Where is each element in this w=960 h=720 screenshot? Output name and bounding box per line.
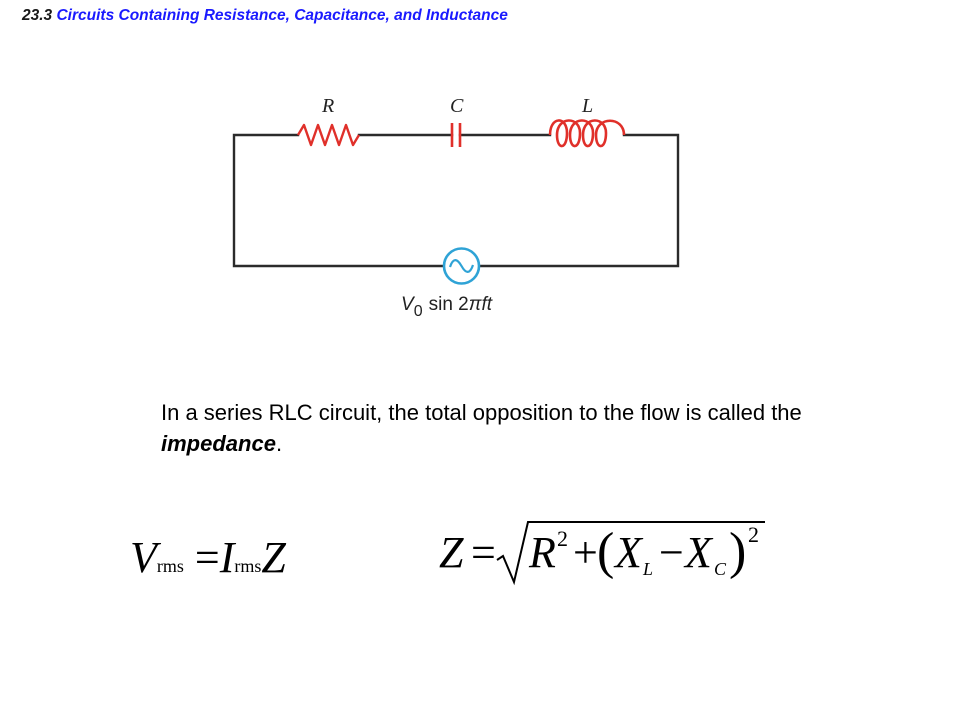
imp-z: Z bbox=[439, 528, 464, 577]
inductor bbox=[548, 119, 626, 148]
circuit-wires bbox=[232, 133, 680, 268]
imp-close-paren: ) bbox=[729, 523, 746, 580]
formula-equals: = bbox=[194, 533, 220, 582]
source-amplitude-sub: 0 bbox=[414, 303, 423, 320]
resistor bbox=[296, 123, 361, 147]
source-label: V0 sin 2πft bbox=[401, 294, 493, 320]
source-amplitude: V bbox=[401, 294, 416, 315]
formula-i: I bbox=[219, 533, 235, 582]
inductor-label: L bbox=[581, 95, 593, 117]
capacitor-label: C bbox=[450, 95, 464, 117]
source-vars: ft bbox=[481, 294, 492, 315]
slide-header: 23.3 Circuits Containing Resistance, Cap… bbox=[22, 7, 508, 25]
imp-xl-sub: L bbox=[642, 559, 653, 579]
description-end: . bbox=[275, 431, 283, 456]
resistor-label: R bbox=[321, 95, 334, 117]
imp-xl: X bbox=[613, 528, 644, 577]
imp-xc-sub: C bbox=[714, 559, 727, 579]
ac-source bbox=[442, 247, 481, 285]
imp-minus: − bbox=[659, 528, 684, 577]
vrms-formula: Vrms =IrmsZ bbox=[130, 528, 286, 596]
formula-z: Z bbox=[261, 533, 286, 582]
formula-i-sub: rms bbox=[234, 556, 262, 576]
section-number: 23.3 bbox=[22, 7, 53, 24]
impedance-description: In a series RLC circuit, the total oppos… bbox=[161, 397, 861, 459]
section-title: Circuits Containing Resistance, Capacita… bbox=[56, 7, 508, 24]
sine-icon bbox=[448, 259, 475, 273]
impedance-formula: Z = R 2 + ( X L − X C ) 2 bbox=[439, 521, 765, 586]
imp-open-paren: ( bbox=[597, 523, 614, 580]
capacitor bbox=[450, 123, 462, 147]
right-wire bbox=[477, 133, 680, 268]
imp-r-exp: 2 bbox=[557, 526, 568, 551]
description-text: In a series RLC circuit, the total oppos… bbox=[161, 400, 802, 425]
imp-exp: 2 bbox=[748, 522, 759, 547]
imp-r: R bbox=[528, 528, 556, 577]
source-pi: π bbox=[469, 294, 483, 315]
formula-v: V bbox=[130, 533, 157, 582]
left-top-wire bbox=[232, 133, 446, 268]
imp-equals: = bbox=[471, 528, 496, 577]
rlc-circuit-diagram: R C L V0 sin 2πft bbox=[232, 95, 680, 320]
source-function: sin 2 bbox=[429, 294, 469, 315]
formula-v-sub: rms bbox=[156, 556, 184, 576]
imp-plus: + bbox=[573, 528, 598, 577]
imp-xc: X bbox=[683, 528, 714, 577]
impedance-term: impedance bbox=[161, 431, 276, 456]
sqrt-symbol bbox=[496, 521, 765, 586]
